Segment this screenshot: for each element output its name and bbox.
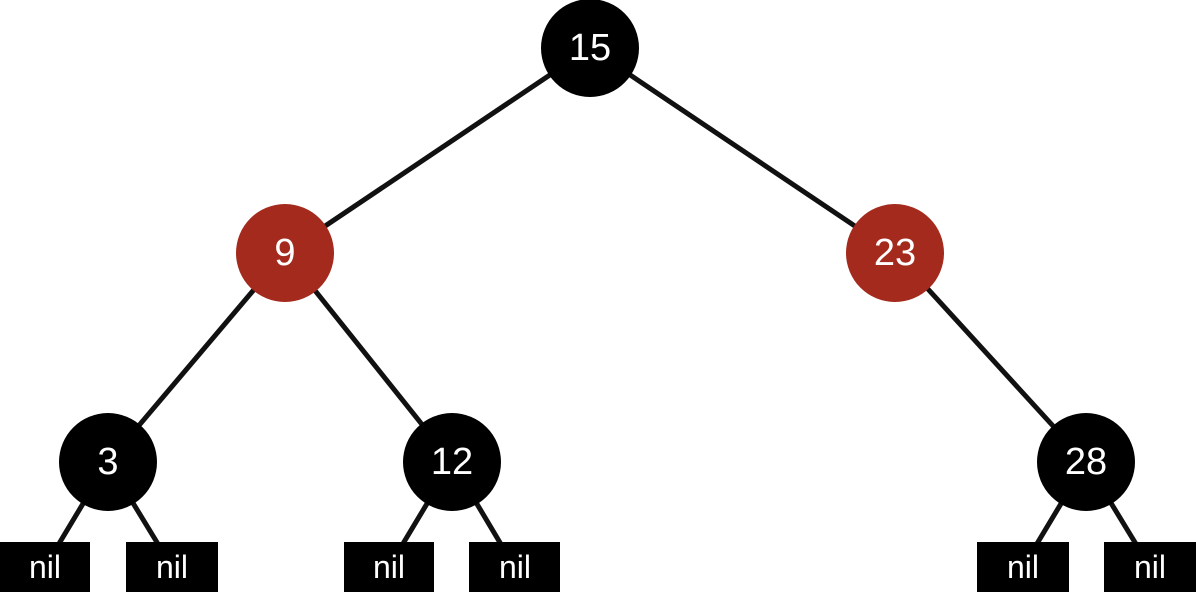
node-circle-23 [846, 204, 944, 302]
node-circle-9 [236, 204, 334, 302]
nil-leaf-label: nil [156, 549, 188, 585]
nil-leaf-label: nil [373, 549, 405, 585]
tree-node-3: 3 [59, 413, 157, 511]
node-label-28: 28 [1065, 441, 1107, 483]
tree-edges [42, 45, 1153, 570]
nil-leaf-3: nil [344, 542, 434, 592]
tree-node-28: 28 [1037, 413, 1135, 511]
nil-leaf-label: nil [499, 549, 531, 585]
tree-node-23: 23 [846, 204, 944, 302]
tree-edge-n15-n23 [587, 45, 898, 256]
node-circle-28 [1037, 413, 1135, 511]
tree-node-12: 12 [403, 413, 501, 511]
nil-leaf-box [1104, 542, 1196, 592]
tree-node-9: 9 [236, 204, 334, 302]
nil-leaf-box [977, 542, 1069, 592]
node-circle-3 [59, 413, 157, 511]
nil-leaf-1: nil [0, 542, 90, 592]
nil-leaf-label: nil [29, 549, 61, 585]
node-circle-12 [403, 413, 501, 511]
tree-edge-n15-n9 [282, 45, 593, 256]
node-label-15: 15 [569, 27, 611, 69]
nil-leaf-box [344, 542, 434, 592]
node-label-3: 3 [97, 441, 118, 483]
nil-leaf-4: nil [469, 542, 560, 592]
node-circle-15 [541, 0, 639, 97]
nil-leaf-box [0, 542, 90, 592]
tree-node-15: 15 [541, 0, 639, 97]
nil-leaf-label: nil [1007, 549, 1039, 585]
node-label-12: 12 [431, 441, 473, 483]
nil-leaf-6: nil [1104, 542, 1196, 592]
nil-leaf-box [469, 542, 560, 592]
nil-leaf-label: nil [1134, 549, 1166, 585]
node-label-23: 23 [874, 232, 916, 274]
nil-leaf-2: nil [126, 542, 218, 592]
node-label-9: 9 [274, 232, 295, 274]
nil-leaf-5: nil [977, 542, 1069, 592]
nil-leaf-box [126, 542, 218, 592]
